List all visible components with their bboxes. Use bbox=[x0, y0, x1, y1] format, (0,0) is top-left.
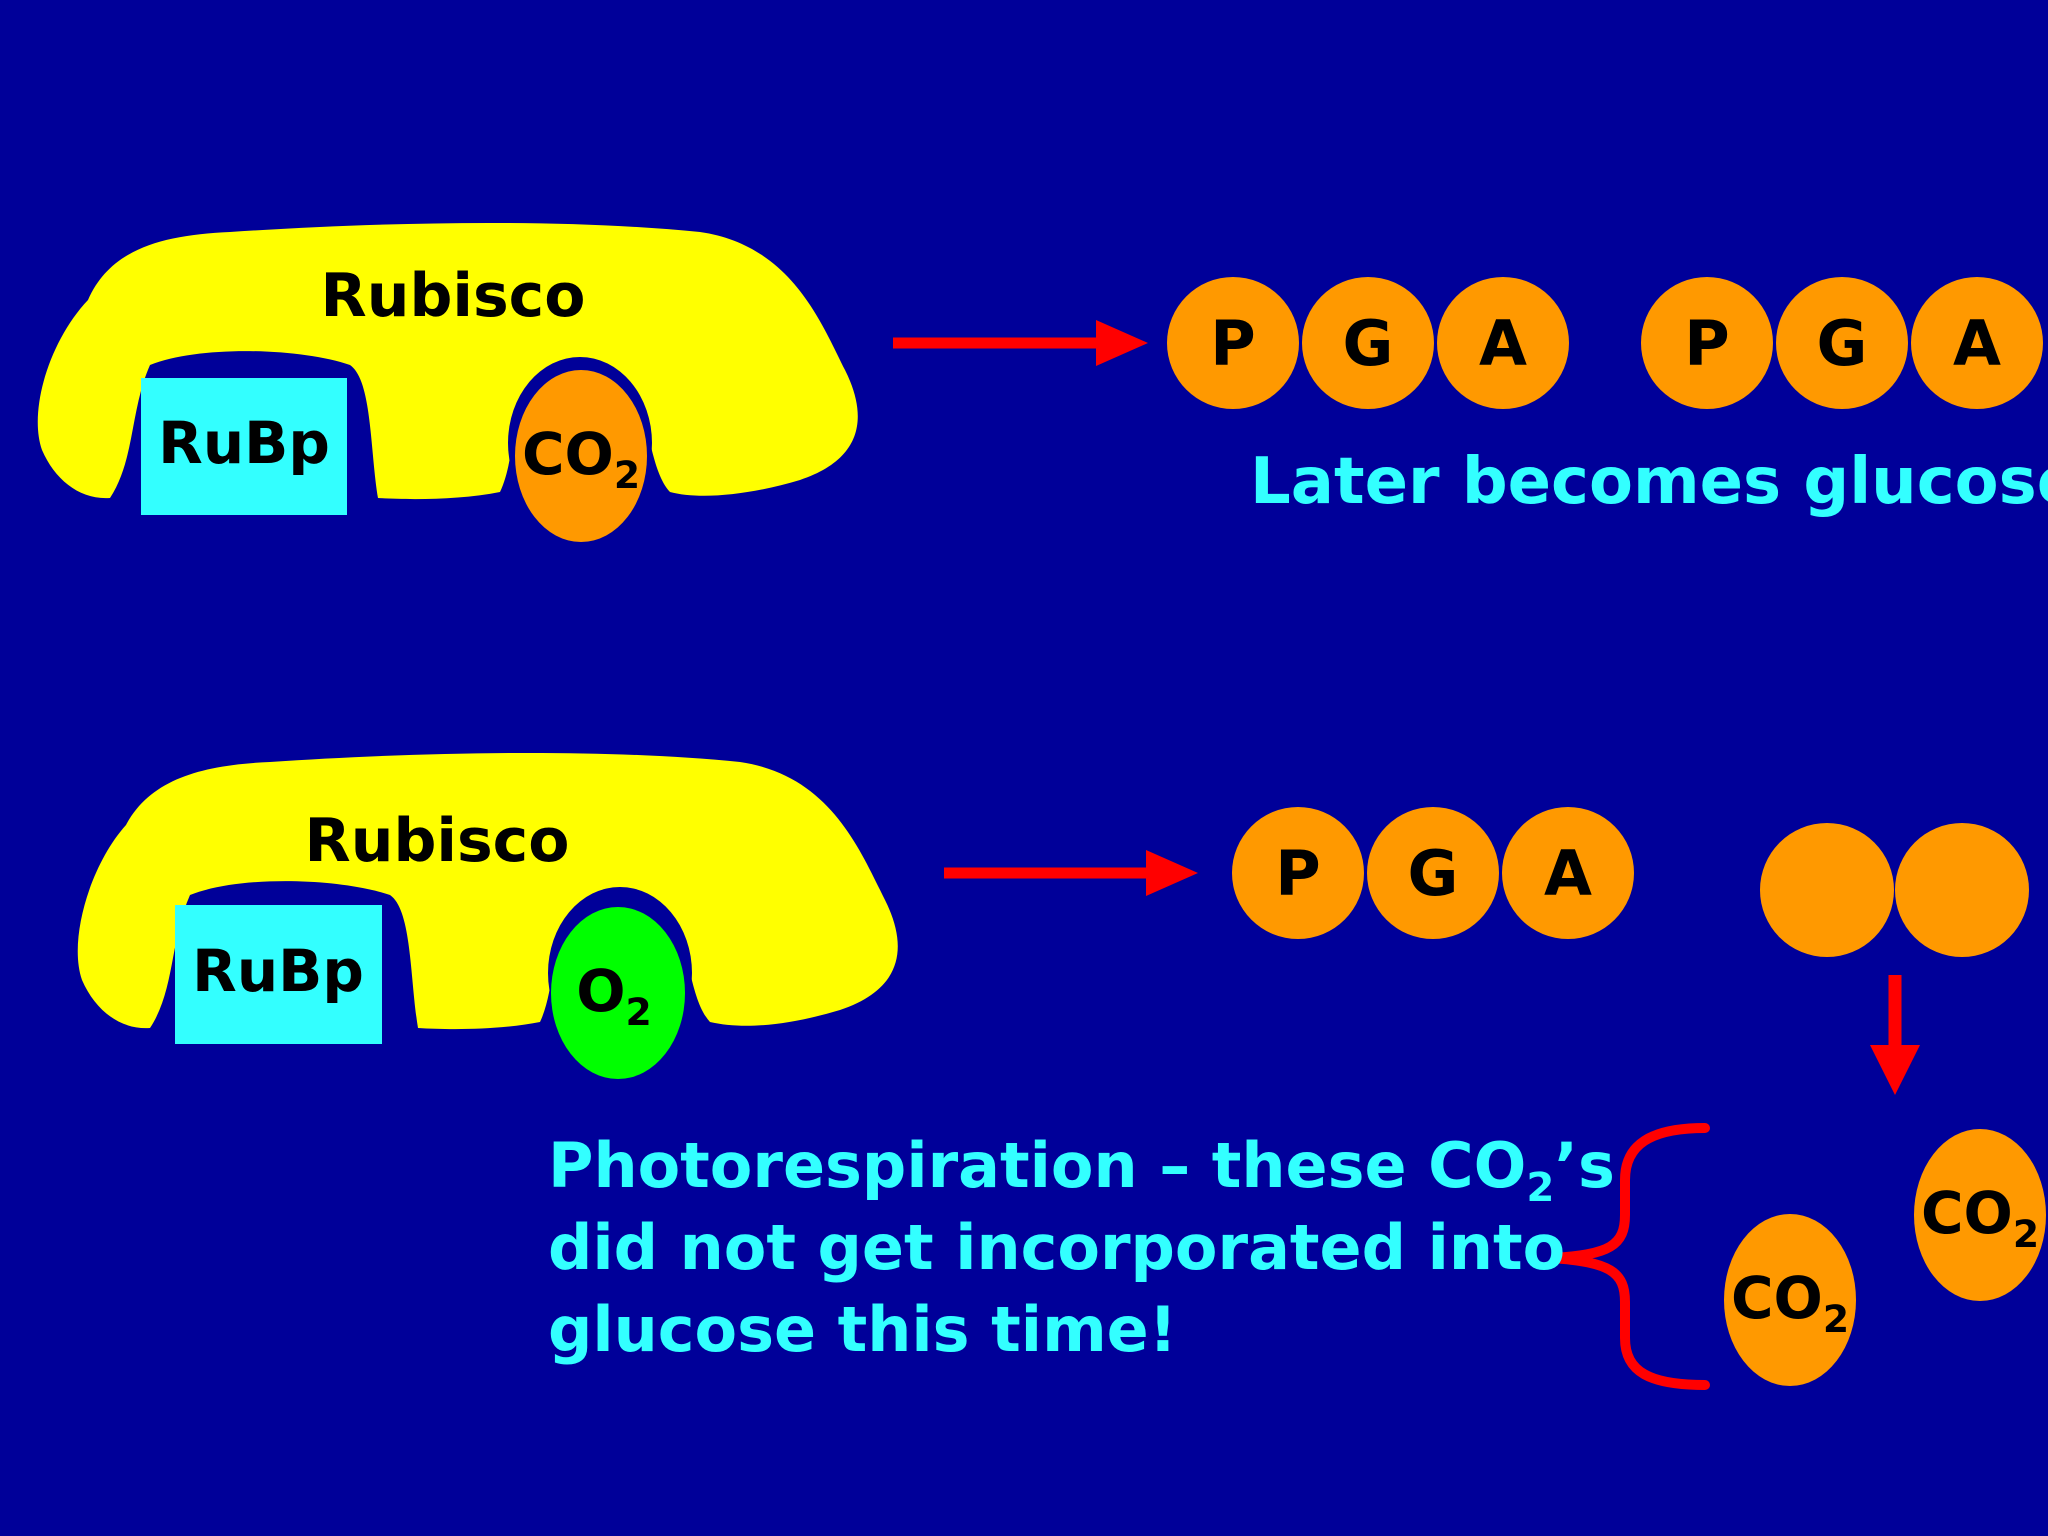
released-co2-label: CO2 bbox=[1921, 1179, 2039, 1256]
photorespiration-caption: Photorespiration – these CO2’s did not g… bbox=[548, 1129, 1615, 1366]
curly-brace bbox=[1551, 1123, 1710, 1390]
breakdown-arrow bbox=[1870, 975, 1920, 1095]
top-reaction-arrow bbox=[893, 320, 1148, 366]
pga-letter: G bbox=[1343, 307, 1394, 380]
pga-letter: A bbox=[1953, 307, 2001, 380]
bottom-rubisco-label: Rubisco bbox=[305, 806, 570, 876]
caption-line-2: did not get incorporated into bbox=[548, 1211, 1565, 1284]
released-co2-1: CO2 bbox=[1914, 1129, 2046, 1301]
pga-letter: G bbox=[1408, 837, 1459, 910]
pga-letter: A bbox=[1544, 837, 1592, 910]
bottom-reaction-arrow bbox=[944, 850, 1198, 896]
bottom-rubp-label: RuBp bbox=[192, 937, 364, 1005]
pga-letter: P bbox=[1210, 307, 1255, 380]
top-pga-molecule-1: P G A bbox=[1167, 277, 1569, 409]
top-co2-label: CO2 bbox=[522, 420, 640, 497]
released-co2-2: CO2 bbox=[1724, 1214, 1856, 1386]
top-pga-molecule-2: P G A bbox=[1641, 277, 2043, 409]
top-rubisco-label: Rubisco bbox=[321, 261, 586, 331]
released-co2-label: CO2 bbox=[1731, 1264, 1849, 1341]
pga-letter: P bbox=[1275, 837, 1320, 910]
bottom-pga-molecule: P G A bbox=[1232, 807, 1634, 939]
caption-line-3: glucose this time! bbox=[548, 1293, 1177, 1366]
two-carbon-fragment bbox=[1760, 823, 2029, 957]
top-rubp-box bbox=[141, 378, 347, 515]
top-rubisco-shape bbox=[37, 222, 858, 500]
bottom-rubp-box bbox=[175, 905, 382, 1044]
top-caption: Later becomes glucose! bbox=[1250, 445, 2048, 519]
bottom-rubisco-shape bbox=[77, 752, 898, 1030]
bottom-rubisco-complex: RuBp O2 Rubisco bbox=[77, 752, 898, 1079]
pga-letter: P bbox=[1684, 307, 1729, 380]
pga-letter: G bbox=[1817, 307, 1868, 380]
pga-letter: A bbox=[1479, 307, 1527, 380]
top-co2-molecule bbox=[515, 370, 647, 542]
bottom-o2-label: O2 bbox=[576, 957, 652, 1034]
bottom-o2-molecule bbox=[551, 907, 685, 1079]
caption-line-1: Photorespiration – these CO2’s bbox=[548, 1129, 1615, 1211]
top-rubisco-complex: RuBp CO2 Rubisco bbox=[37, 222, 858, 542]
top-rubp-label: RuBp bbox=[158, 409, 330, 477]
